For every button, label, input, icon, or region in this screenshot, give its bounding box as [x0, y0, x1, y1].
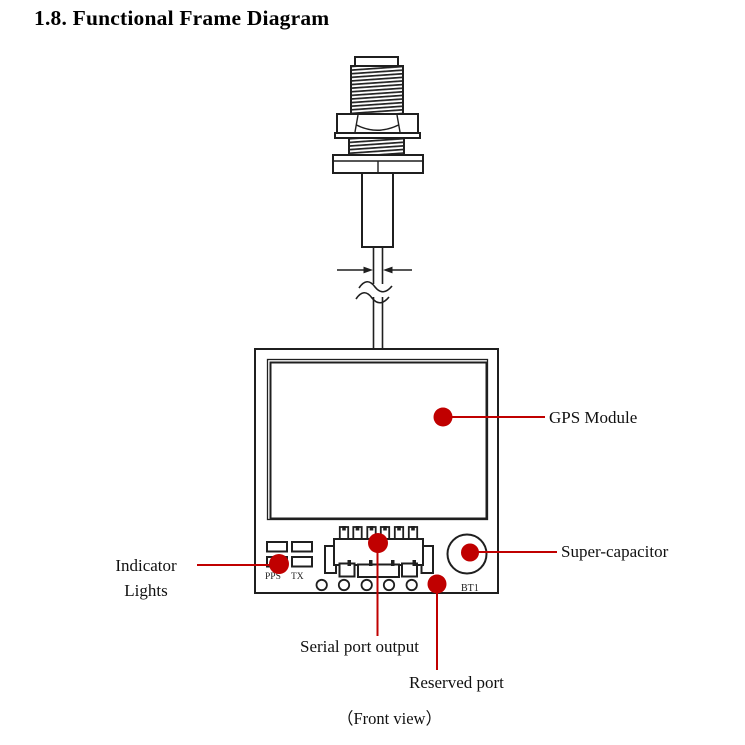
connector-tick: [369, 560, 373, 566]
section-title: 1.8. Functional Frame Diagram: [34, 6, 330, 30]
front-view-caption: （Front view）: [337, 709, 442, 728]
hole: [337, 578, 351, 592]
hole: [315, 578, 328, 592]
cable-break-symbol: [355, 280, 393, 304]
pps-label: PPS: [265, 572, 281, 582]
led-tx-bottom: [291, 556, 313, 568]
cable-lines: [372, 247, 384, 349]
antenna-thread-lower: [348, 137, 405, 156]
super-capacitor-callout-dot: [461, 543, 479, 562]
pin-cap: [411, 526, 415, 531]
hole: [405, 578, 418, 592]
antenna-connector: [332, 56, 424, 248]
pin-cap: [355, 526, 360, 531]
pin-cap: [342, 526, 346, 531]
serial-port-output-label: Serial port output: [300, 637, 419, 656]
pin-cap: [369, 526, 374, 531]
led-tx-top: [291, 541, 313, 553]
indicator-lights-label-line1: Indicator: [115, 556, 177, 575]
reserved-port-label: Reserved port: [409, 673, 504, 692]
coax-cable: [337, 247, 412, 349]
pin-cap: [397, 526, 401, 531]
gps-module-shield-inner: [269, 361, 488, 520]
hole: [382, 578, 396, 592]
callouts: [197, 407, 557, 670]
dimension-arrow-left: [363, 266, 373, 274]
connector-body: [361, 172, 394, 248]
hole: [360, 578, 373, 592]
led-pps-top: [266, 541, 288, 553]
tx-label: TX: [291, 572, 304, 582]
gps-module-label: GPS Module: [549, 408, 638, 427]
connector-foot-left: [338, 562, 356, 578]
serial-port-callout-dot: [368, 533, 388, 553]
hex-nut-facets: [354, 114, 401, 133]
gps-module-shield-outer: [266, 358, 489, 521]
connector-tick: [412, 560, 416, 566]
connector-foot-right: [401, 562, 418, 578]
connector-tick: [391, 560, 395, 566]
super-capacitor-label: Super-capacitor: [561, 542, 669, 561]
flange-detail-lines: [333, 160, 423, 173]
indicator-lights-label: Indicator Lights: [101, 553, 191, 603]
pin-cap: [383, 526, 387, 531]
gps-module-callout-dot: [433, 407, 453, 427]
antenna-thread-upper: [350, 65, 404, 115]
connector-tick: [347, 560, 351, 566]
bt1-label: BT1: [461, 583, 479, 594]
indicator-lights-callout-dot: [269, 554, 289, 574]
reserved-port-callout-dot: [427, 574, 447, 594]
dimension-arrow-right: [383, 266, 393, 274]
indicator-lights-label-line2: Lights: [124, 581, 168, 600]
